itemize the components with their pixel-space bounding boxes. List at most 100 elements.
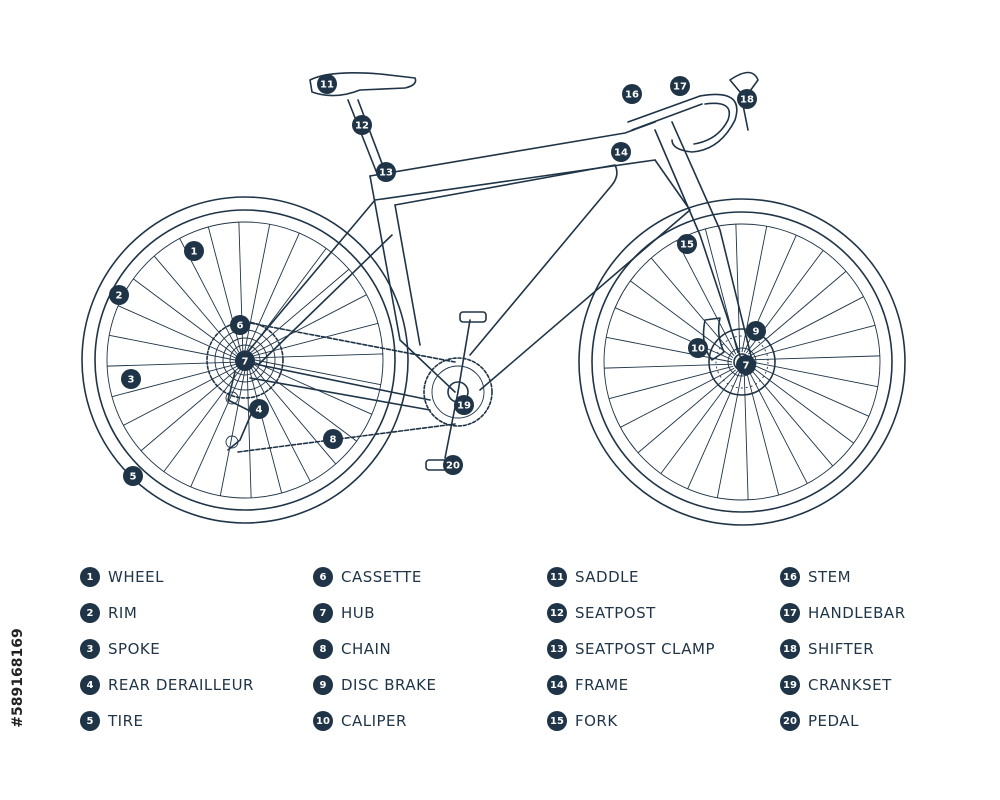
callout-14: 14 (611, 142, 631, 162)
legend-label: SPOKE (108, 640, 161, 658)
callout-16: 16 (622, 84, 642, 104)
legend-number-badge: 15 (547, 711, 567, 731)
spoke (253, 322, 379, 357)
legend-item: 14 FRAME (547, 674, 629, 696)
frame (244, 121, 691, 411)
legend-number-badge: 19 (780, 675, 800, 695)
legend-label: CHAIN (341, 640, 392, 658)
svg-text:9: 9 (753, 327, 760, 338)
legend-label: SHIFTER (808, 640, 875, 658)
callout-8: 8 (323, 429, 343, 449)
spoke (253, 363, 357, 442)
spoke (614, 307, 733, 361)
legend-number-badge: 5 (80, 711, 100, 731)
legend-label: DISC BRAKE (341, 676, 437, 694)
spoke (246, 369, 252, 498)
spoke (250, 268, 350, 353)
spoke (608, 365, 734, 400)
disc-brake (708, 328, 776, 396)
spoke (687, 371, 741, 490)
spoke (252, 365, 337, 465)
svg-text:2: 2 (116, 291, 123, 302)
spoke (747, 369, 808, 484)
callout-6: 6 (230, 315, 250, 335)
legend-number-badge: 10 (313, 711, 333, 731)
spoke (676, 240, 737, 355)
spoke (749, 367, 834, 467)
stock-id-text: #589168169 (10, 627, 26, 728)
svg-text:7: 7 (242, 357, 249, 368)
spoke (254, 361, 373, 415)
spoke (219, 369, 246, 496)
spoke (751, 363, 870, 417)
legend-label: HANDLEBAR (808, 604, 906, 622)
svg-text:5: 5 (130, 472, 137, 483)
callout-5: 5 (123, 466, 143, 486)
legend-label: TIRE (108, 712, 144, 730)
spoke (747, 270, 847, 355)
spoke (750, 365, 854, 444)
legend-item: 19 CRANKSET (780, 674, 892, 696)
spoke (252, 294, 367, 355)
legend-number-badge: 16 (780, 567, 800, 587)
legend-number-badge: 17 (780, 603, 800, 623)
svg-text:13: 13 (379, 168, 393, 179)
spoke (620, 367, 735, 428)
spoke (630, 280, 734, 359)
legend-number-badge: 7 (313, 603, 333, 623)
legend-number-badge: 12 (547, 603, 567, 623)
svg-text:20: 20 (446, 461, 460, 472)
spoke (716, 371, 743, 498)
svg-text:18: 18 (740, 95, 754, 106)
svg-text:8: 8 (330, 435, 337, 446)
legend-label: WHEEL (108, 568, 164, 586)
spoke (750, 324, 876, 359)
spoke (107, 361, 236, 367)
callout-15: 15 (677, 234, 697, 254)
spoke (133, 278, 237, 357)
callout-7-front: 7 (736, 355, 756, 375)
spoke (751, 355, 880, 361)
spoke (254, 353, 383, 359)
callout-3: 3 (121, 369, 141, 389)
legend-number-badge: 14 (547, 675, 567, 695)
legend-label: FRAME (575, 676, 629, 694)
legend-number-badge: 11 (547, 567, 567, 587)
svg-text:1: 1 (191, 247, 198, 258)
callout-9: 9 (746, 321, 766, 341)
legend-label: PEDAL (808, 712, 859, 730)
svg-text:17: 17 (673, 82, 687, 93)
svg-text:6: 6 (237, 321, 244, 332)
svg-text:12: 12 (355, 121, 369, 132)
legend-number-badge: 8 (313, 639, 333, 659)
spoke (637, 369, 737, 454)
spoke (735, 224, 741, 353)
callout-19: 19 (454, 395, 474, 415)
spoke (660, 370, 739, 474)
chain (237, 321, 456, 453)
svg-text:11: 11 (320, 80, 334, 91)
spoke (190, 369, 244, 488)
callout-13: 13 (376, 162, 396, 182)
spoke (117, 305, 236, 359)
legend-number-badge: 18 (780, 639, 800, 659)
spoke (743, 371, 749, 500)
legend-label: CRANKSET (808, 676, 892, 694)
svg-text:10: 10 (691, 344, 705, 355)
callout-1: 1 (184, 241, 204, 261)
legend-item: 5 TIRE (80, 710, 144, 732)
fork (654, 121, 753, 363)
